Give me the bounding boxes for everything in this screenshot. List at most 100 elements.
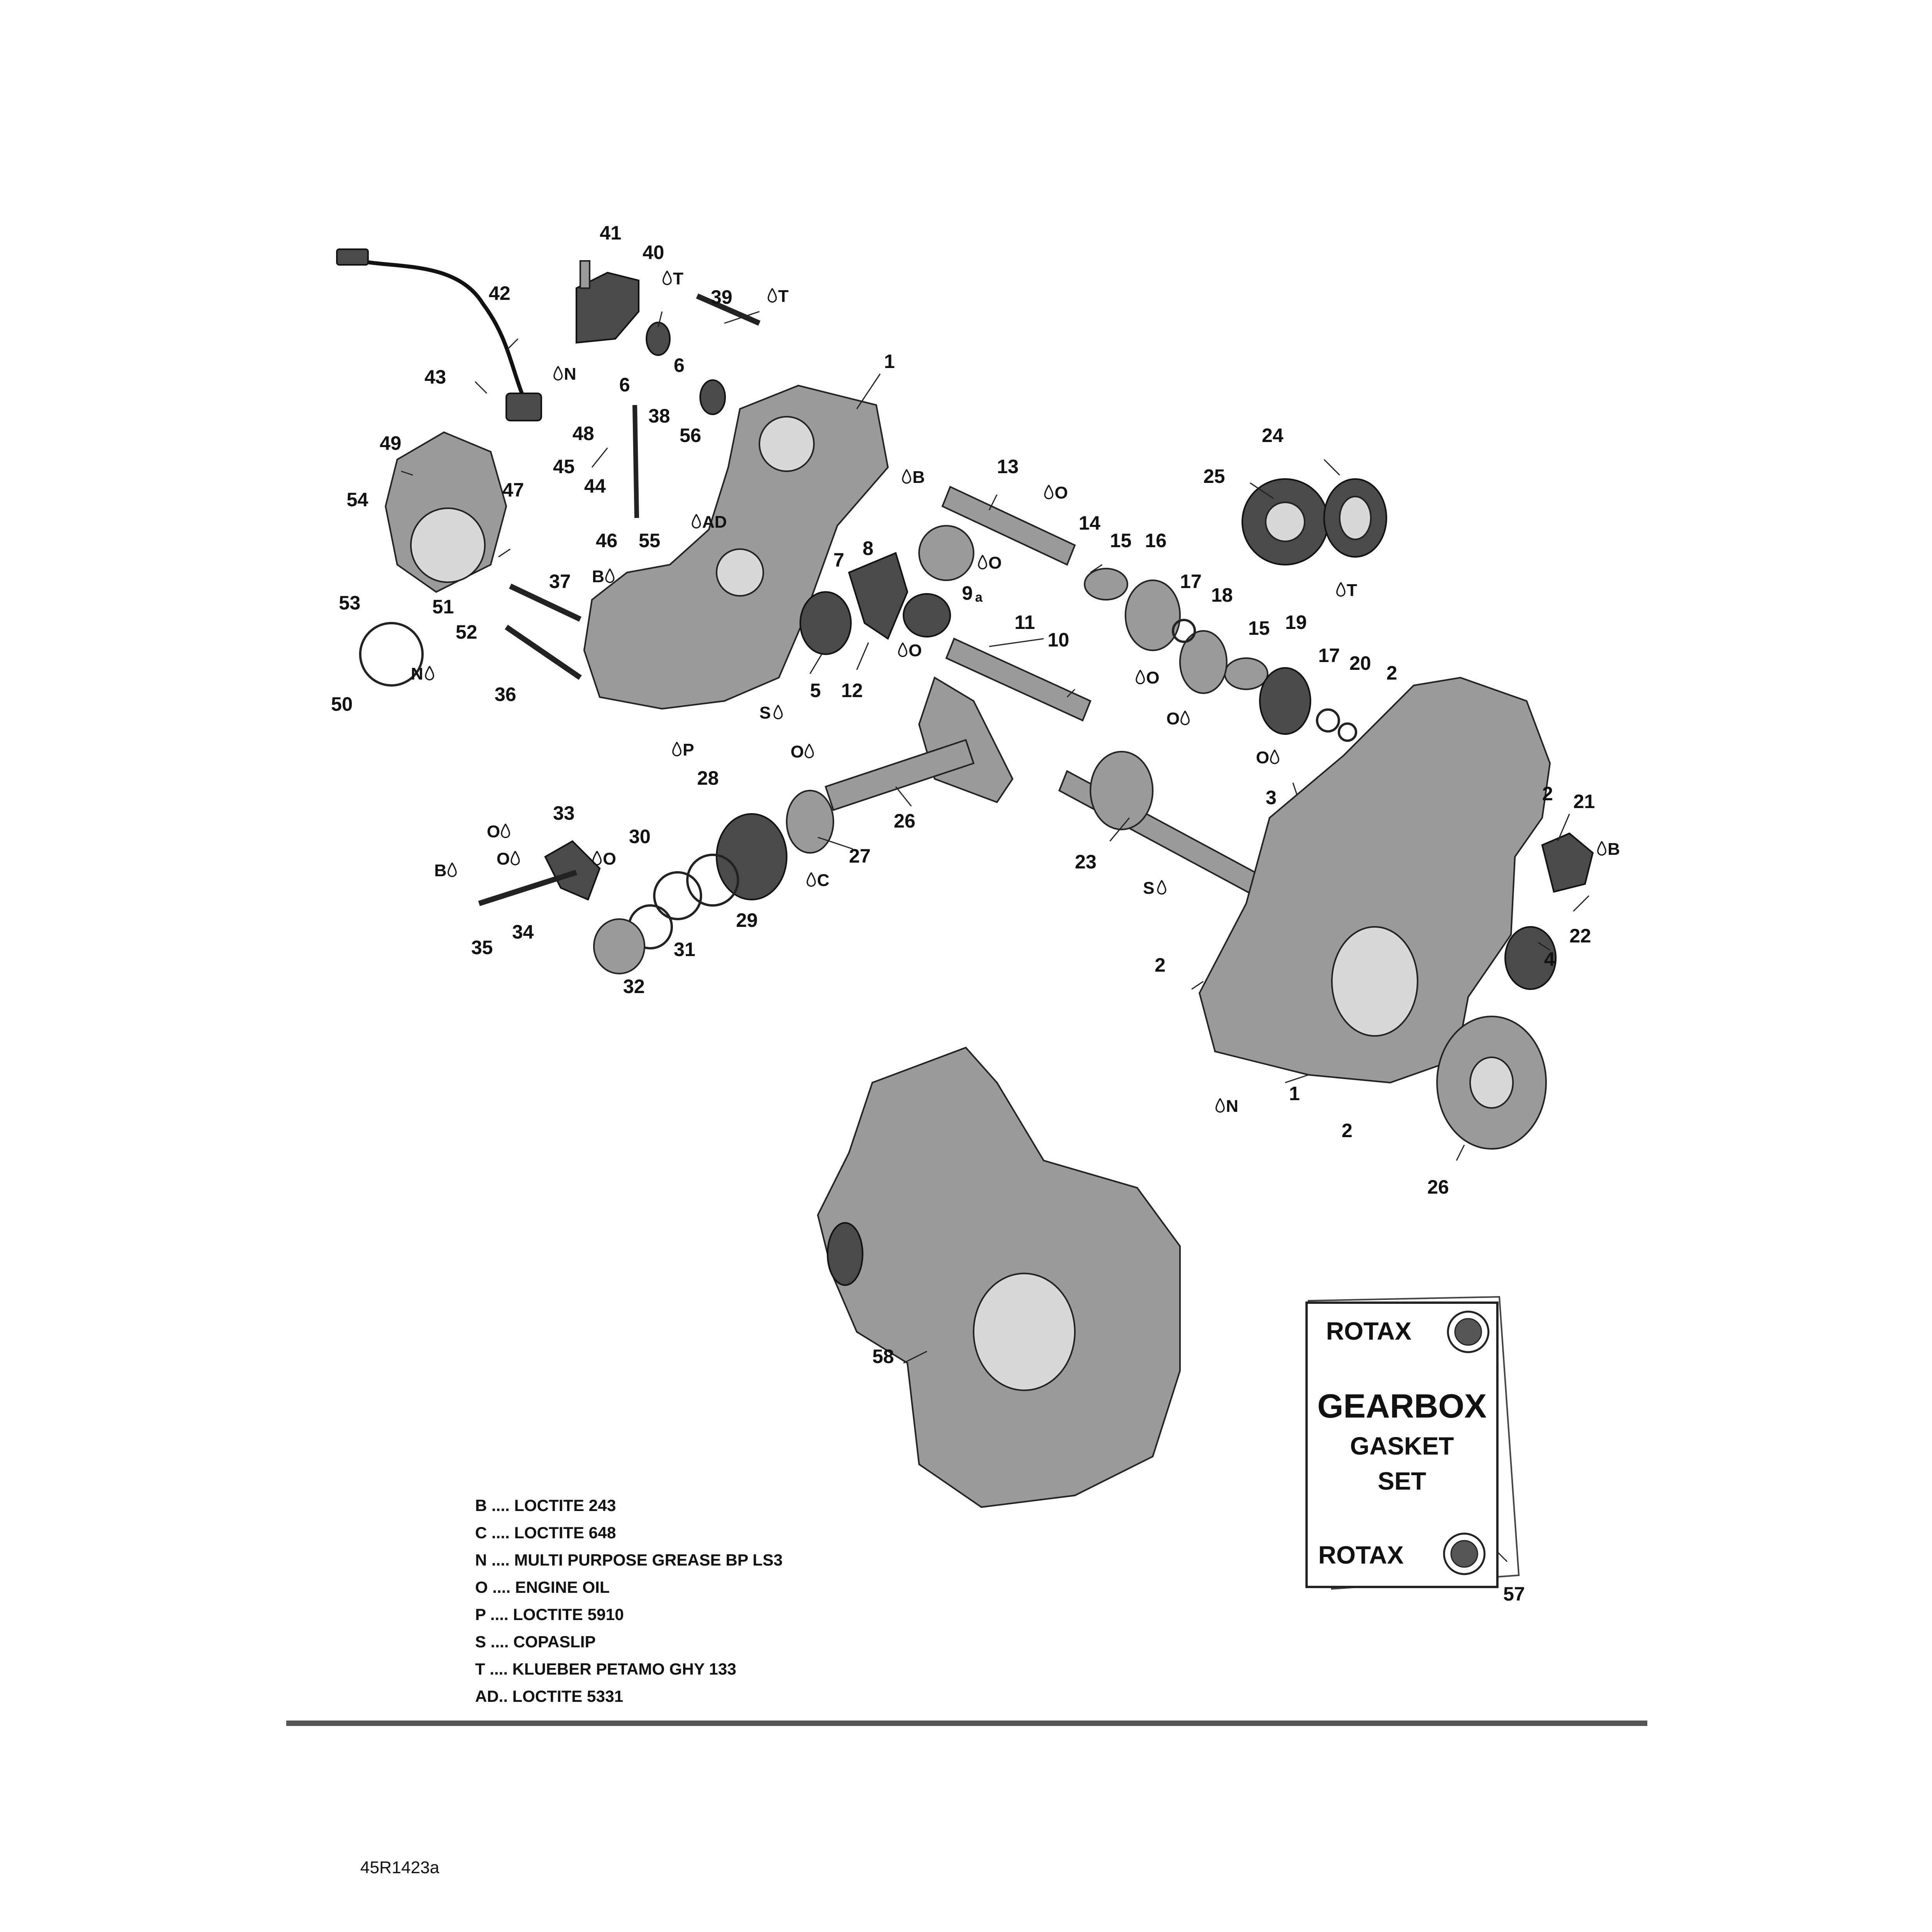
bolt-41 [579, 260, 590, 289]
kit-brand-bottom: ROTAX [1318, 1541, 1404, 1569]
kit-logo-bottom-icon [1443, 1532, 1486, 1575]
callout-29: 29 [736, 909, 758, 931]
fork-12 [848, 552, 909, 640]
callout-33: 33 [553, 802, 575, 824]
svg-text:O: O [1055, 483, 1068, 502]
bearing-28 [716, 813, 787, 900]
mark-O-5: O [1166, 709, 1190, 728]
legend-line-B: B .... LOCTITE 243 [475, 1496, 616, 1515]
gear-9 [918, 525, 974, 581]
svg-text:O: O [487, 822, 500, 841]
parts-artwork [336, 248, 1594, 1508]
svg-text:B: B [592, 567, 604, 586]
fork-33 [544, 840, 601, 901]
washer-20 [1338, 722, 1357, 742]
svg-text:S: S [1143, 879, 1154, 898]
callout-11: 11 [1014, 611, 1035, 633]
mark-B-2: B [592, 567, 615, 586]
callout-21: 21 [1573, 791, 1595, 812]
svg-text:N: N [411, 664, 423, 683]
callout-23: 23 [1075, 851, 1097, 873]
mark-B-3: B [434, 861, 457, 880]
callout-42: 42 [489, 282, 511, 304]
svg-text:O: O [988, 553, 1002, 572]
callout-13: 13 [997, 456, 1019, 477]
callout-26-lower: 26 [1427, 1176, 1449, 1198]
callout-55: 55 [639, 530, 660, 551]
callout-10: 10 [1048, 629, 1069, 651]
callout-19: 19 [1285, 611, 1307, 633]
mark-AD: AD [692, 512, 727, 532]
callout-1-lower: 1 [1289, 1083, 1300, 1104]
divider-rule [286, 1721, 1647, 1726]
callout-54: 54 [347, 489, 368, 511]
mark-B-4: B [1597, 840, 1620, 859]
callout-2-a: 2 [1386, 662, 1397, 684]
callout-17-b: 17 [1318, 645, 1340, 666]
callout-37: 37 [549, 571, 571, 592]
callout-43: 43 [424, 366, 446, 388]
ring-17b [1316, 708, 1340, 733]
callout-2-b: 2 [1542, 783, 1553, 805]
mark-T-2: T [768, 287, 789, 306]
gear-18 [1179, 630, 1228, 694]
callout-20: 20 [1349, 652, 1371, 674]
bearing-25-center [1265, 502, 1305, 542]
drawing-number: 45R1423a [360, 1858, 440, 1877]
ring-29 [686, 854, 739, 907]
svg-text:B: B [434, 861, 447, 880]
kit-title-line3: SET [1378, 1467, 1426, 1495]
callout-47: 47 [502, 479, 524, 501]
callout-14: 14 [1079, 512, 1101, 534]
mark-S-2: S [1143, 879, 1166, 898]
gasket-set-kit-57: ROTAX GEARBOX GASKET SET ROTAX [1305, 1296, 1520, 1590]
legend-line-C: C .... LOCTITE 648 [475, 1523, 616, 1542]
svg-text:O: O [1146, 668, 1159, 687]
svg-text:O: O [1256, 748, 1269, 767]
kit-brand-top: ROTAX [1326, 1317, 1412, 1345]
legend: B .... LOCTITE 243 C .... LOCTITE 648 N … [475, 1496, 783, 1705]
callout-7: 7 [833, 549, 844, 571]
callout-8: 8 [863, 537, 874, 559]
mark-O-9: O [592, 849, 616, 868]
mark-N-2: N [411, 664, 434, 683]
coupler-32 [593, 918, 645, 974]
svg-text:O: O [603, 849, 616, 868]
callout-6-upper: 6 [619, 374, 630, 396]
shaft-10 [945, 638, 1092, 722]
mark-T-3: T [1336, 581, 1357, 600]
legend-line-AD: AD.. LOCTITE 5331 [475, 1687, 623, 1705]
mark-B-1: B [902, 468, 925, 487]
callout-52: 52 [456, 621, 477, 643]
svg-text:O: O [909, 641, 922, 660]
cover-49-hub [410, 507, 486, 583]
svg-text:O: O [497, 849, 510, 868]
crankcase-left-1 [583, 384, 889, 710]
callout-30: 30 [629, 826, 651, 847]
callout-5: 5 [810, 680, 821, 701]
shaft-13 [941, 486, 1076, 566]
gear-19 [1259, 667, 1311, 735]
mark-N-3: N [1215, 1097, 1238, 1116]
legend-line-O: O .... ENGINE OIL [475, 1578, 609, 1596]
mark-O-4: O [1136, 668, 1159, 687]
legend-line-N: N .... MULTI PURPOSE GREASE BP LS3 [475, 1551, 783, 1569]
leader-lines [401, 311, 1590, 1562]
rod-34 [478, 870, 578, 906]
callout-6-lower: 6 [674, 354, 685, 376]
callout-27: 27 [849, 845, 871, 867]
callout-26-upper: 26 [894, 810, 916, 832]
application-marks: T T T N N N AD B B B B O O O O O O O O O… [411, 269, 1620, 1116]
callout-15-b: 15 [1248, 617, 1270, 639]
callout-41: 41 [600, 222, 622, 244]
callout-38: 38 [648, 405, 670, 427]
callout-2-d: 2 [1342, 1120, 1353, 1141]
seal-24-center [1339, 496, 1372, 540]
gear-26-lower-hub [1469, 1057, 1514, 1109]
callout-56: 56 [680, 424, 701, 446]
bolt-39 [696, 293, 761, 326]
callout-39: 39 [711, 286, 733, 308]
